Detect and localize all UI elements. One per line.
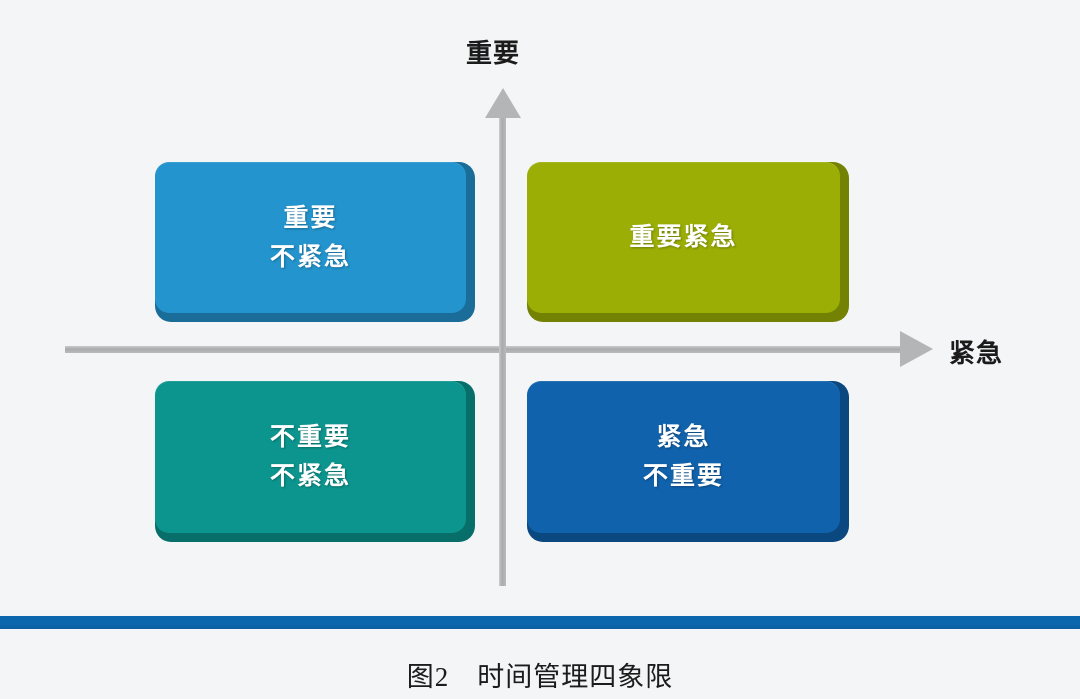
horizontal-axis-label: 紧急 [949,338,1004,368]
vertical-axis-label: 重要 [466,38,521,68]
quadrant-label-line-1: 不重要 [269,423,351,452]
quadrant-face: 重要紧急 [527,162,840,313]
quadrant-important-urgent[interactable]: 重要紧急 [527,162,849,322]
quadrant-label-line-1: 重要 [283,203,338,232]
horizontal-axis-line [65,346,925,353]
arrow-right-icon [900,331,933,367]
quadrant-face: 重要 不紧急 [155,162,466,313]
quadrant-label-line-2: 不重要 [642,462,724,490]
quadrant-face: 不重要 不紧急 [155,381,466,533]
quadrant-label-line-1: 紧急 [656,423,711,452]
quadrant-important-not-urgent[interactable]: 重要 不紧急 [155,162,475,322]
bottom-rule-divider [0,616,1080,629]
quadrant-label-line-2: 不紧急 [269,462,351,490]
quadrant-face: 紧急 不重要 [527,381,840,533]
quadrant-not-important-not-urgent[interactable]: 不重要 不紧急 [155,381,475,542]
figure-caption: 图2 时间管理四象限 [406,662,674,692]
quadrant-label-line-1: 重要紧急 [629,223,738,252]
quadrant-urgent-not-important[interactable]: 紧急 不重要 [527,381,849,542]
vertical-axis-line [499,100,506,586]
arrow-up-icon [485,88,521,118]
quadrant-label-line-2: 不紧急 [269,242,351,271]
